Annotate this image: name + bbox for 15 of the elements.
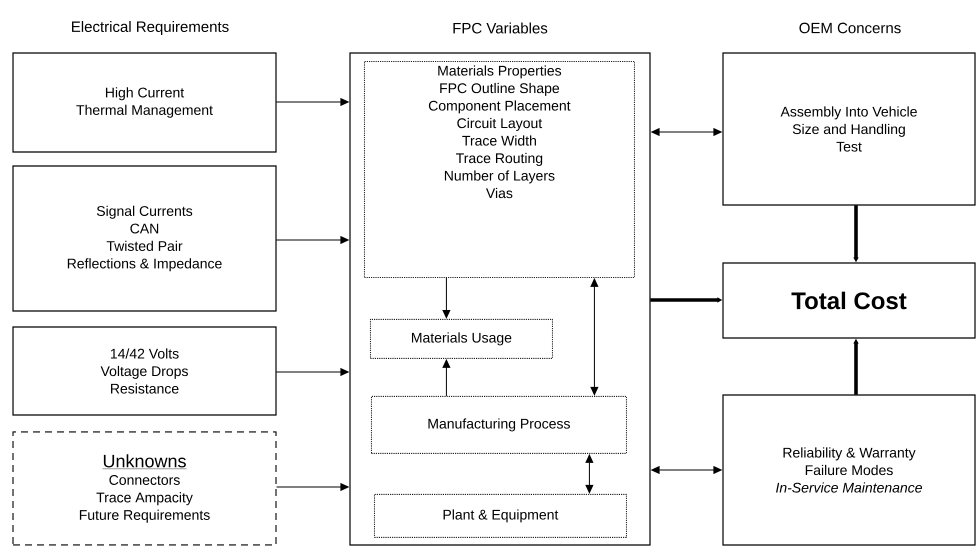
concern-box: Assembly Into Vehicle Size and Handling Test [722, 52, 976, 206]
requirement-box: Unknowns Connectors Trace Ampacity Future Requirements [12, 431, 277, 546]
column-heading: OEM Concerns [799, 22, 901, 34]
column-heading: FPC Variables [453, 22, 548, 34]
concern-box: Reliability & Warranty Failure Modes In-Service Maintenance [722, 394, 976, 546]
requirement-box: Signal Currents CAN Twisted Pair Reflections & Impedance [12, 165, 277, 312]
column-heading: Electrical Requirements [72, 21, 229, 35]
variable-box: Plant & Equipment [374, 494, 627, 538]
variable-box: Manufacturing Process [370, 396, 627, 454]
requirement-box: 14/42 Volts Voltage Drops Resistance [12, 326, 277, 416]
requirement-box: High Current Thermal Management [12, 52, 277, 153]
variable-box: Materials Properties FPC Outline Shape Component Placement Circuit Layout Trace Width Trace Routing Number of Layers Vias [364, 60, 635, 278]
variable-box: Materials Usage [370, 318, 553, 359]
variables-panel [349, 52, 651, 546]
cost-box: Total Cost [722, 262, 976, 339]
